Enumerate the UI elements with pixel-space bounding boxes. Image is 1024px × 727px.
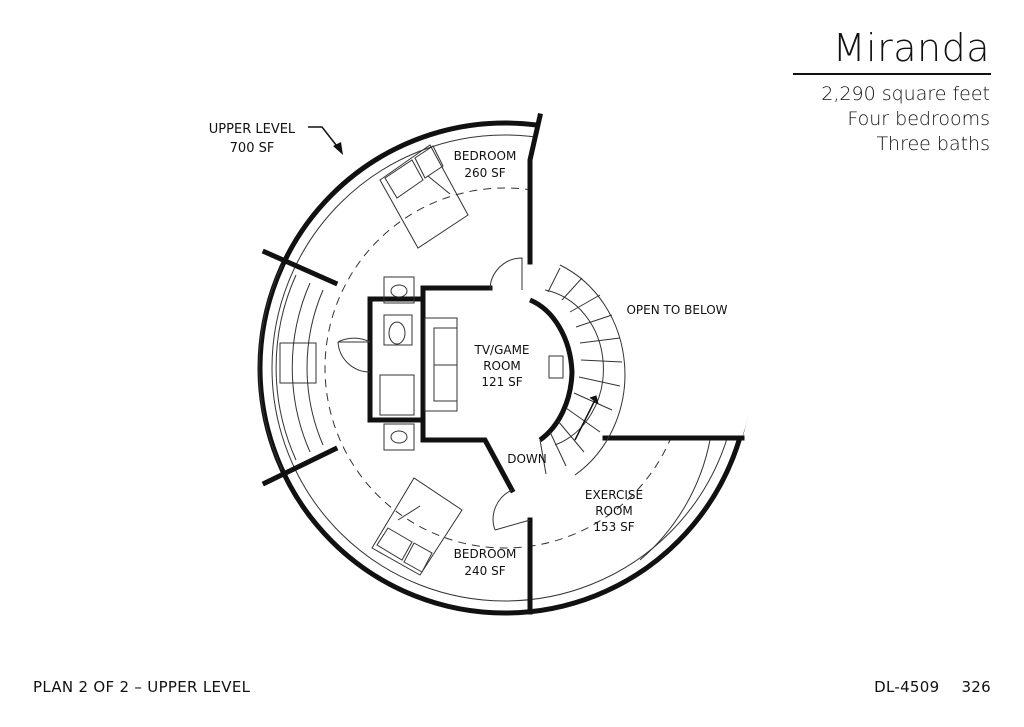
tv-room-walls [528,297,575,443]
label-upper-level: UPPER LEVEL [209,122,296,137]
left-walkway-arcs [258,264,324,471]
label-bedroom-top: BEDROOM [454,149,517,163]
label-exercise-1: EXERCISE [585,488,643,502]
spec-bedrooms: Four bedrooms [847,108,990,130]
label-tv-room-2: ROOM [483,359,521,373]
plan-specs: 2,290 square feet Four bedrooms Three ba… [821,82,990,157]
sofa [424,317,458,412]
upper-level-callout-arrow [308,126,341,151]
spec-baths: Three baths [876,133,990,155]
label-tv-room-1: TV/GAME [473,343,529,357]
title-underline [793,73,991,75]
plan-code: DL-4509 [874,678,940,696]
tv-unit [548,355,564,379]
spec-area: 2,290 square feet [821,83,990,105]
spiral-stair [539,264,626,476]
plan-code-and-page: DL-4509 326 [874,678,991,696]
label-exercise-2: ROOM [595,504,633,518]
page-number: 326 [961,678,991,696]
callout-arrowhead [333,142,343,155]
label-bedroom-top-sf: 260 SF [464,166,505,180]
label-upper-level-sf: 700 SF [230,141,275,156]
exercise-room-wall [639,439,711,561]
label-exercise-sf: 153 SF [593,520,634,534]
bed-bottom [371,477,463,576]
label-bedroom-bottom-sf: 240 SF [464,564,505,578]
partition-walls [261,113,745,615]
left-table [279,342,317,384]
label-tv-room-sf: 121 SF [481,375,522,389]
plan-title: Miranda [832,26,990,70]
tv-room-door [489,257,531,531]
label-down: DOWN [507,452,547,466]
bed-top [379,144,469,249]
plan-label: PLAN 2 OF 2 – UPPER LEVEL [33,678,251,696]
bath-fixtures [337,276,415,451]
label-open-to-below: OPEN TO BELOW [626,303,727,317]
open-to-below-area [530,118,755,438]
label-bedroom-bottom: BEDROOM [454,547,517,561]
